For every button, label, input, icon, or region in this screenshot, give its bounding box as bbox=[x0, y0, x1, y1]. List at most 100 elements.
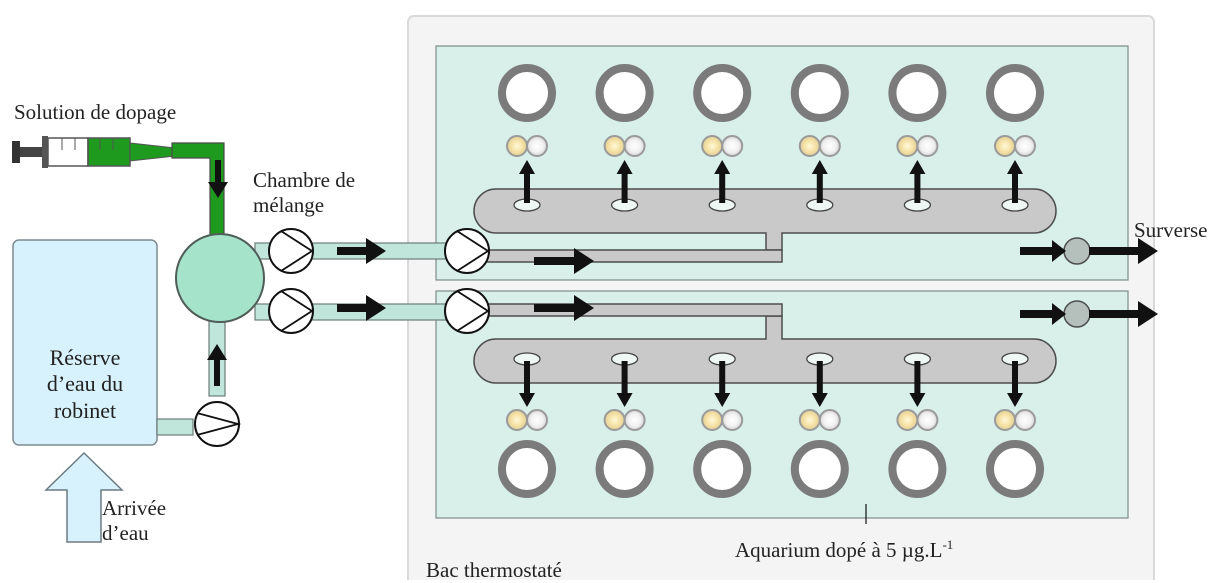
beaker-white bbox=[623, 409, 646, 431]
mixing-chamber-label-line-1: Chambre de bbox=[253, 168, 356, 192]
mixing-chamber-label: Chambre de mélange bbox=[253, 168, 355, 218]
beaker-yellow bbox=[994, 135, 1016, 157]
flow-arrow-to-aquarium bbox=[909, 160, 926, 203]
mixing-chamber-label-line-2: mélange bbox=[253, 193, 325, 218]
beaker-yellow bbox=[506, 135, 528, 157]
overflow-label: Surverse bbox=[1134, 218, 1208, 242]
pump-top-left bbox=[268, 228, 314, 274]
aquarium-tank-ring bbox=[888, 64, 947, 122]
aquarium-tank-ring bbox=[986, 440, 1044, 498]
beaker-yellow bbox=[701, 135, 724, 157]
aquarium-tank-ring bbox=[888, 440, 947, 498]
aquaria-row-top bbox=[498, 64, 1044, 212]
flow-arrow-to-aquarium bbox=[519, 361, 535, 407]
tap-water-reservoir bbox=[12, 239, 158, 446]
flow-arrow-to-aquarium bbox=[616, 361, 633, 407]
flow-arrow-to-aquarium bbox=[714, 160, 731, 203]
flow-arrow-top-feed bbox=[534, 248, 594, 274]
top-aquarium-2 bbox=[595, 64, 654, 212]
beaker-white bbox=[1014, 135, 1036, 157]
beaker-white bbox=[916, 135, 939, 157]
manifold-bottom bbox=[473, 315, 1057, 384]
pump-bottom-right bbox=[444, 288, 490, 334]
flow-arrow-to-aquarium bbox=[519, 160, 535, 203]
bottom-aquarium-2 bbox=[595, 352, 654, 498]
flow-arrow-to-aquarium bbox=[1007, 361, 1023, 407]
overflow-valve-top bbox=[1063, 237, 1091, 265]
flow-arrow-to-aquarium bbox=[811, 160, 828, 203]
beaker-yellow bbox=[701, 409, 724, 431]
flow-arrow-to-aquarium bbox=[811, 361, 828, 407]
top-aquarium-4 bbox=[790, 64, 849, 212]
flow-arrow-overflow-in-bottom bbox=[1020, 303, 1066, 325]
aquaria-row-bottom bbox=[498, 352, 1044, 498]
aquarium-tank-ring bbox=[595, 440, 654, 498]
overflow-valve-bottom bbox=[1063, 300, 1091, 328]
doping-solution-label: Solution de dopage bbox=[14, 100, 177, 124]
beaker-yellow bbox=[994, 409, 1016, 431]
top-aquarium-1 bbox=[498, 64, 556, 212]
aquarium-tank-ring bbox=[693, 64, 752, 122]
pump-reservoir bbox=[194, 401, 242, 447]
top-aquarium-6 bbox=[986, 64, 1044, 212]
bottom-aquarium-4 bbox=[790, 352, 849, 498]
reservoir-label-line-3: robinet bbox=[53, 397, 117, 423]
flow-arrow-overflow-out-top bbox=[1089, 238, 1158, 264]
beaker-white bbox=[526, 135, 548, 157]
beaker-white bbox=[818, 135, 841, 157]
pump-top-right bbox=[444, 228, 490, 274]
beaker-white bbox=[916, 409, 939, 431]
beaker-white bbox=[721, 409, 744, 431]
top-aquarium-5 bbox=[888, 64, 947, 212]
water-inlet-label: Arrivée d’eau bbox=[102, 496, 166, 546]
aquarium-label: Aquarium dopé à 5 µg.L-1 bbox=[735, 537, 953, 563]
aquarium-tank-ring bbox=[790, 440, 849, 498]
pipe-reservoir-pump bbox=[156, 418, 194, 436]
flow-arrow-overflow-out-bottom bbox=[1089, 301, 1158, 327]
flow-arrow-to-aquarium bbox=[616, 160, 633, 203]
beaker-white bbox=[526, 409, 548, 431]
water-inlet-label-line-2: d’eau bbox=[102, 521, 149, 546]
manifold-top-feed bbox=[469, 249, 783, 263]
thermostat-tank-label: Bac thermostaté bbox=[426, 558, 562, 582]
beaker-yellow bbox=[798, 409, 821, 431]
aquarium-tank-ring bbox=[595, 64, 654, 122]
beaker-white bbox=[721, 135, 744, 157]
bottom-aquarium-1 bbox=[498, 352, 556, 498]
reservoir-label: Réserve d’eau du robinet bbox=[20, 345, 150, 424]
flow-arrow-bottom-pipe bbox=[337, 295, 386, 321]
aquarium-label-unit-exponent: -1 bbox=[942, 537, 954, 552]
doping-syringe bbox=[12, 136, 225, 241]
aquarium-tank-ring bbox=[790, 64, 849, 122]
manifold-bottom-feed bbox=[469, 303, 783, 317]
mixing-chamber bbox=[175, 233, 265, 323]
beaker-white bbox=[818, 409, 841, 431]
doping-flow-arrow bbox=[208, 160, 228, 198]
bottom-aquarium-5 bbox=[888, 352, 947, 498]
beaker-yellow bbox=[896, 409, 919, 431]
aquarium-label-text: Aquarium dopé à 5 µg.L bbox=[735, 538, 943, 562]
beaker-white bbox=[1014, 409, 1036, 431]
beaker-white bbox=[623, 135, 646, 157]
flow-arrow-overflow-in-top bbox=[1020, 240, 1066, 262]
reservoir-label-line-2: d’eau du bbox=[46, 371, 124, 397]
beaker-yellow bbox=[603, 135, 626, 157]
beaker-yellow bbox=[896, 135, 919, 157]
aquarium-tank-ring bbox=[498, 64, 556, 122]
beaker-yellow bbox=[798, 135, 821, 157]
top-aquarium-3 bbox=[693, 64, 752, 212]
beaker-yellow bbox=[506, 409, 528, 431]
water-inlet-arrow bbox=[44, 451, 124, 543]
bottom-aquarium-3 bbox=[693, 352, 752, 498]
flow-arrow-reservoir-up bbox=[207, 344, 227, 386]
flow-arrow-to-aquarium bbox=[714, 361, 731, 407]
bottom-aquarium-6 bbox=[986, 352, 1044, 498]
aquarium-tank-ring bbox=[986, 64, 1044, 122]
beaker-yellow bbox=[603, 409, 626, 431]
aquarium-tank-ring bbox=[693, 440, 752, 498]
aquarium-tank-ring bbox=[498, 440, 556, 498]
flow-arrow-top-pipe bbox=[337, 238, 386, 264]
reservoir-label-line-1: Réserve bbox=[49, 345, 121, 370]
water-inlet-label-line-1: Arrivée bbox=[102, 496, 167, 520]
